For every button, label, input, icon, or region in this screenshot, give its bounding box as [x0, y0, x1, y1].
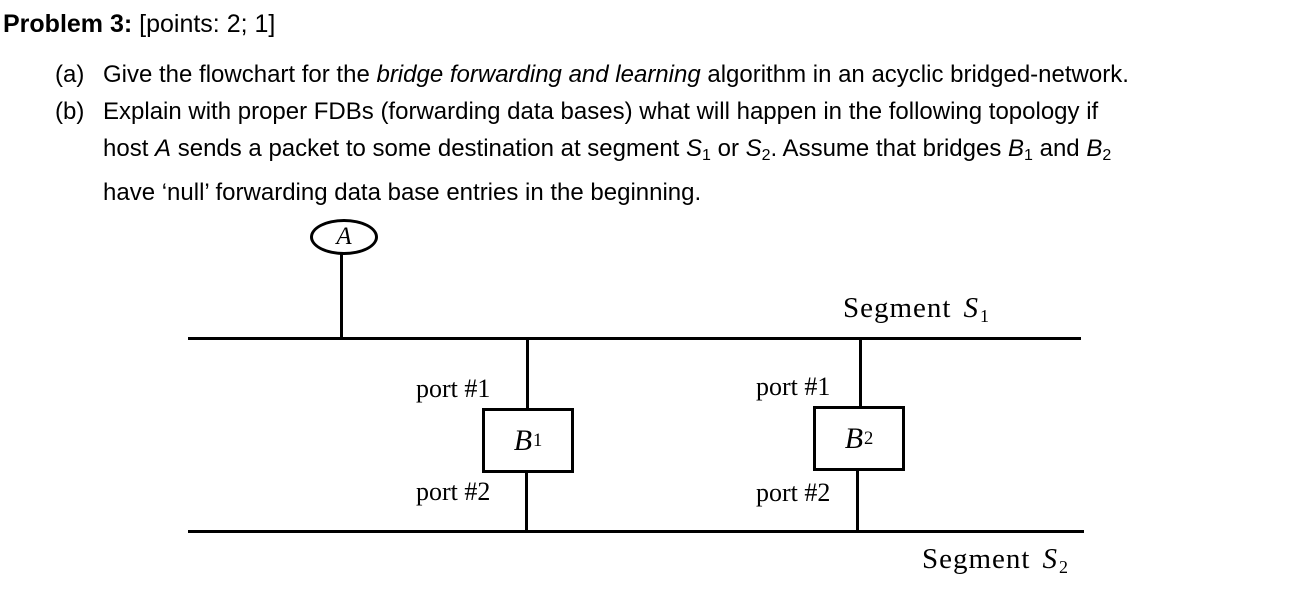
segment-s2-sub: 2	[761, 147, 771, 164]
part-b-line1: Explain with proper FDBs (forwarding dat…	[103, 98, 1099, 125]
segment-s2-word: Segment	[922, 543, 1031, 575]
part-b-text: Explain with proper FDBs (forwarding dat…	[103, 93, 1263, 211]
part-a-post: algorithm in an acyclic bridged-network.	[700, 61, 1129, 88]
part-a: (a) Give the flowchart for the bridge fo…	[55, 56, 1263, 93]
part-b-and: and	[1032, 135, 1087, 162]
host-a-link-line	[340, 254, 343, 338]
bridge-b1-port2-text: port #2	[416, 477, 491, 506]
bridge-b2-port1-text: port #1	[756, 372, 831, 401]
bridge-b1-port1-label: port #1	[416, 375, 490, 403]
part-b-line2-mid1: sends a packet to some destination at se…	[171, 135, 687, 162]
part-a-marker: (a)	[55, 61, 85, 88]
problem-number: Problem 3:	[3, 10, 133, 38]
bridge-b2-port1-label: port #1	[756, 373, 830, 401]
part-b-marker: (b)	[55, 98, 85, 125]
bridge-b2-ref: B	[1086, 135, 1103, 162]
bridge-b2-label-sub: 2	[864, 427, 874, 449]
host-a-label: A	[336, 223, 352, 250]
part-b-line2-mid2: . Assume that bridges	[770, 135, 1009, 162]
bridge-b1-port2-label: port #2	[416, 478, 490, 506]
bridge-b1-port1-line	[526, 337, 529, 408]
segment-s1-subscript: 1	[980, 306, 989, 327]
segment-s2-label: Segment S2	[922, 542, 1068, 584]
part-a-text: Give the flowchart for the bridge forwar…	[103, 56, 1263, 93]
bridge-b1-sub: 1	[1024, 147, 1033, 164]
part-a-italic-phrase: bridge forwarding and learning	[376, 61, 701, 88]
segment-s1-label: Segment S1	[843, 291, 989, 333]
segment-s1-sub: 1	[702, 147, 711, 164]
part-b: (b) Explain with proper FDBs (forwarding…	[55, 93, 1263, 211]
segment-s2-subscript: 2	[1059, 557, 1068, 578]
bridge-b1-label: B	[513, 423, 533, 457]
segment-s1-line	[188, 337, 1081, 340]
problem-title: Problem 3: [points: 2; 1]	[3, 9, 275, 39]
bridge-b2-port1-line	[859, 337, 862, 406]
host-a-ref: A	[155, 135, 172, 162]
problem-parts: (a) Give the flowchart for the bridge fo…	[55, 56, 1263, 211]
host-a-node: A	[310, 219, 378, 255]
part-a-pre: Give the flowchart for the	[103, 61, 377, 88]
part-b-line2-pre: host	[103, 135, 156, 162]
bridge-b2-port2-line	[856, 471, 859, 530]
bridge-b1-port2-line	[525, 473, 528, 530]
bridge-b1-label-sub: 1	[533, 429, 543, 451]
bridge-b2-port2-label: port #2	[756, 479, 830, 507]
part-b-or: or	[710, 135, 746, 162]
segment-s1-ref: S	[686, 135, 703, 162]
segment-s2-line	[188, 530, 1084, 533]
bridge-b1-ref: B	[1008, 135, 1025, 162]
problem-points: [points: 2; 1]	[132, 10, 276, 38]
segment-s1-word: Segment	[843, 292, 952, 324]
segment-s1-symbol: S	[963, 292, 979, 324]
part-b-line3: have ‘null’ forwarding data base entries…	[103, 179, 702, 206]
segment-s2-ref: S	[745, 135, 762, 162]
bridge-b2-label: B	[844, 421, 864, 455]
bridge-b2-port2-text: port #2	[756, 478, 831, 507]
segment-s2-symbol: S	[1042, 543, 1058, 575]
bridge-b1-port1-text: port #1	[416, 374, 491, 403]
bridge-b2-sub: 2	[1102, 147, 1112, 164]
